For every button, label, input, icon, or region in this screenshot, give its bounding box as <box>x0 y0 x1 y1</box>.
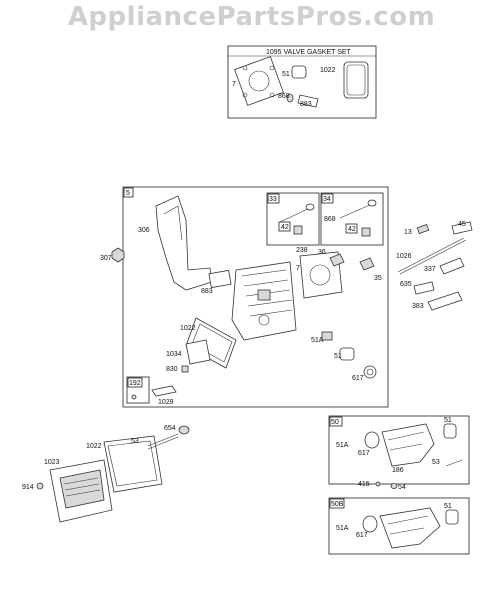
cylinder-head-box <box>122 186 389 408</box>
intake-manifold-shape <box>381 423 435 467</box>
label-54: 54 <box>398 484 406 491</box>
label-53: 53 <box>131 438 139 445</box>
label-337: 337 <box>424 266 436 273</box>
kit-33-label: 33 <box>269 196 277 203</box>
label-51A-c: 51A <box>336 525 349 532</box>
label-35: 35 <box>374 275 382 282</box>
label-13: 13 <box>404 229 412 236</box>
air-shroud-shape <box>155 195 213 291</box>
label-868-b: 868 <box>324 216 336 223</box>
label-45: 45 <box>458 221 466 228</box>
label-868: 868 <box>278 93 290 100</box>
label-830: 830 <box>166 366 178 373</box>
kit-33-box <box>266 192 320 246</box>
nut-654-shape <box>178 425 190 435</box>
valve-keeper-shape <box>293 225 303 235</box>
label-7-b: 7 <box>296 265 300 272</box>
label-51-d: 51 <box>444 503 452 510</box>
label-42: 42 <box>281 224 289 231</box>
label-635: 635 <box>400 281 412 288</box>
gasket-1022-c-shape <box>103 435 163 493</box>
part-13-shape <box>416 223 430 235</box>
label-1022: 1022 <box>320 67 336 74</box>
label-307: 307 <box>100 255 112 262</box>
label-1023: 1023 <box>44 459 60 466</box>
head-gasket-7-shape <box>299 251 343 299</box>
kit-34-box <box>320 192 384 246</box>
label-186: 186 <box>392 467 404 474</box>
watermark-text: AppliancePartsPros.com <box>67 2 436 32</box>
plate-1034-shape <box>185 339 211 365</box>
valve-gasket-set-box <box>227 45 377 119</box>
intake-manifold-50b-group: 50B 51A 617 51 <box>328 497 470 555</box>
pushrod-group: 13 45 1026 337 635 383 <box>396 221 473 311</box>
label-1029: 1029 <box>158 399 174 406</box>
label-883: 883 <box>300 101 312 108</box>
cylinder-head-group: 5 306 33 42 34 42 868 238 36 7 <box>122 186 389 408</box>
valve-gasket-set-group: 1095 VALVE GASKET SET 7 51 1022 868 883 <box>227 45 377 119</box>
label-51A: 51A <box>311 337 324 344</box>
kit-50-box <box>328 415 470 485</box>
label-617: 617 <box>352 375 364 382</box>
kit-50b-label: 50B <box>331 501 344 508</box>
kit-50-label: 50 <box>331 419 339 426</box>
intake-manifold-b-shape <box>379 507 441 549</box>
label-914: 914 <box>22 484 34 491</box>
label-42-b: 42 <box>348 226 356 233</box>
label-1022-c: 1022 <box>86 443 102 450</box>
gasket-51-shape <box>291 65 307 79</box>
kit-192-box <box>126 376 150 404</box>
label-415: 415 <box>358 481 370 488</box>
label-53-b: 53 <box>432 459 440 466</box>
label-383: 383 <box>412 303 424 310</box>
bolt-307-group: 307 <box>100 247 125 263</box>
gasket-1022-shape <box>185 317 237 369</box>
label-51-b: 51 <box>334 353 342 360</box>
label-7: 7 <box>232 81 236 88</box>
label-51A-b: 51A <box>336 442 349 449</box>
label-51: 51 <box>282 71 290 78</box>
seal-868-shape <box>286 93 294 103</box>
label-306: 306 <box>138 227 150 234</box>
label-51-c: 51 <box>444 417 452 424</box>
stud-53-shape <box>147 433 179 447</box>
cover-gasket-shape <box>343 61 369 99</box>
label-883-b: 883 <box>201 288 213 295</box>
cylinder-head-body-shape <box>231 261 297 341</box>
pushrod-1026-shape <box>397 237 465 273</box>
label-1026: 1026 <box>396 253 412 260</box>
rocker-cover-group: 1022 1023 914 53 654 <box>22 425 190 523</box>
breather-tube-shape <box>151 385 177 397</box>
head-gasket-shape <box>234 56 284 106</box>
bolt-307-shape <box>111 247 125 263</box>
valve-spring-shape <box>329 253 345 267</box>
part-383-shape <box>427 291 463 311</box>
kit-50b-box <box>328 497 470 555</box>
valve-gasket-set-title: 1095 VALVE GASKET SET <box>266 49 352 56</box>
label-238: 238 <box>296 247 308 254</box>
label-617-c: 617 <box>356 532 368 539</box>
kit-34-label: 34 <box>323 196 331 203</box>
label-1034: 1034 <box>166 351 182 358</box>
label-617-b: 617 <box>358 450 370 457</box>
fastener-group: 415 54 <box>358 481 406 491</box>
gasket-883-shape <box>297 94 319 108</box>
label-1022-b: 1022 <box>180 325 196 332</box>
kit-5-label: 5 <box>126 190 130 197</box>
intake-manifold-50-group: 50 51A 617 51 186 53 <box>328 415 470 485</box>
label-654: 654 <box>164 425 176 432</box>
gasket-883-b-shape <box>208 269 232 289</box>
kit-192-label: 192 <box>129 380 141 387</box>
label-36: 36 <box>318 249 326 256</box>
